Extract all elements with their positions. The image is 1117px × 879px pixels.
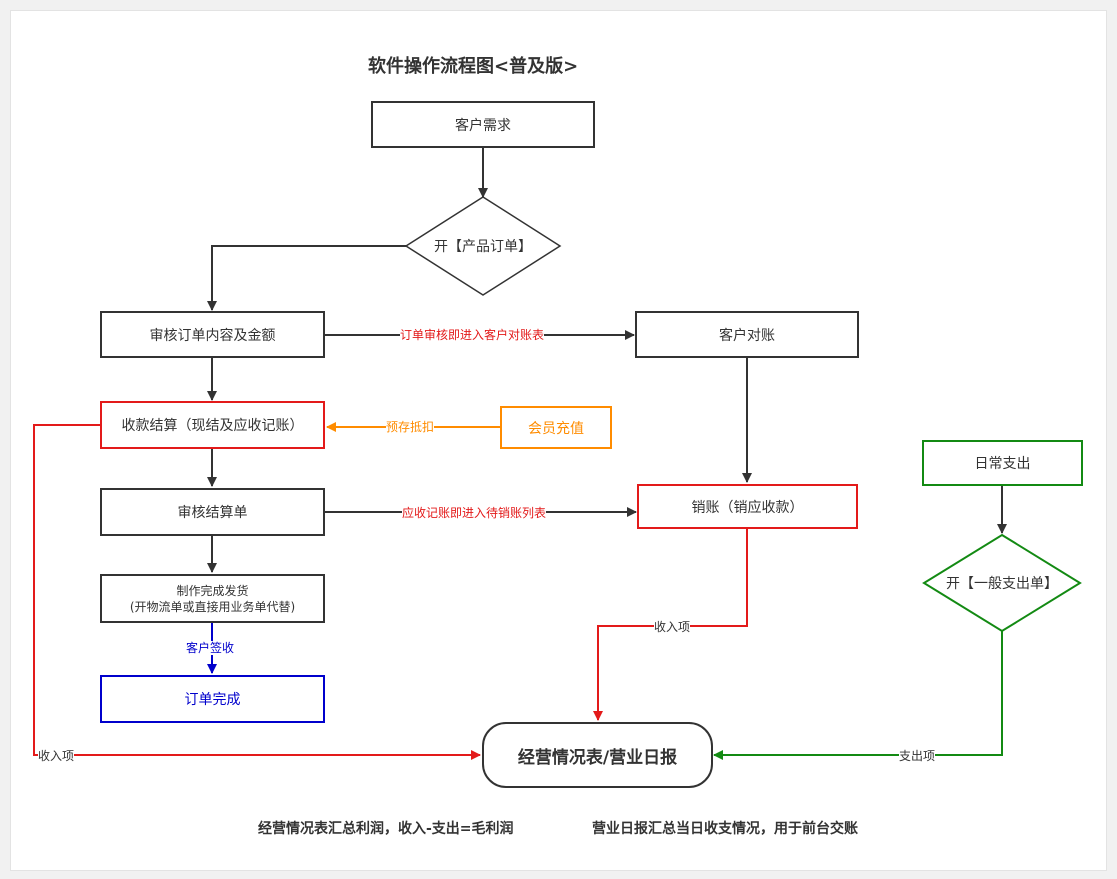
diagram-title: 软件操作流程图<普及版> [368, 56, 579, 77]
label-income-right: 收入项 [654, 620, 691, 634]
open-product-order-diamond [404, 196, 562, 296]
node-review-settlement: 审核结算单 [100, 488, 325, 536]
label-prepaid-deduct: 预存抵扣 [386, 420, 435, 434]
note-right: 营业日报汇总当日收支情况，用于前台交账 [592, 821, 858, 837]
note-left: 经营情况表汇总利润，收入-支出=毛利润 [258, 821, 514, 837]
node-member-recharge: 会员充值 [500, 406, 612, 449]
edge-collect-to-report [33, 424, 481, 760]
label-receivable-to-writeoff: 应收记账即进入待销账列表 [402, 506, 547, 520]
node-collect-payment: 收款结算（现结及应收记账） [100, 401, 325, 449]
node-customer-reconcile: 客户对账 [635, 311, 859, 358]
node-make-ship: 制作完成发货 (开物流单或直接用业务单代替) [100, 574, 325, 623]
node-open-expense: 开【一般支出单】 [946, 576, 1058, 592]
label-customer-sign: 客户签收 [186, 641, 235, 655]
node-write-off: 销账（销应收款） [637, 484, 858, 529]
node-report: 经营情况表/营业日报 [482, 722, 713, 788]
edge-open-order-to-review [207, 245, 407, 311]
node-daily-expense: 日常支出 [922, 440, 1083, 486]
label-expense-item: 支出项 [899, 749, 936, 763]
node-make-ship-line2: (开物流单或直接用业务单代替) [129, 599, 296, 614]
label-income-left: 收入项 [38, 749, 75, 763]
node-order-complete: 订单完成 [100, 675, 325, 723]
node-review-order: 审核订单内容及金额 [100, 311, 325, 358]
open-expense-diamond [922, 533, 1082, 633]
node-open-product-order: 开【产品订单】 [434, 239, 532, 255]
label-order-review-to-reconcile: 订单审核即进入客户对账表 [400, 328, 545, 342]
node-customer-demand: 客户需求 [371, 101, 595, 148]
node-make-ship-line1: 制作完成发货 [176, 583, 249, 598]
edge-open-expense-to-report [713, 631, 1003, 760]
